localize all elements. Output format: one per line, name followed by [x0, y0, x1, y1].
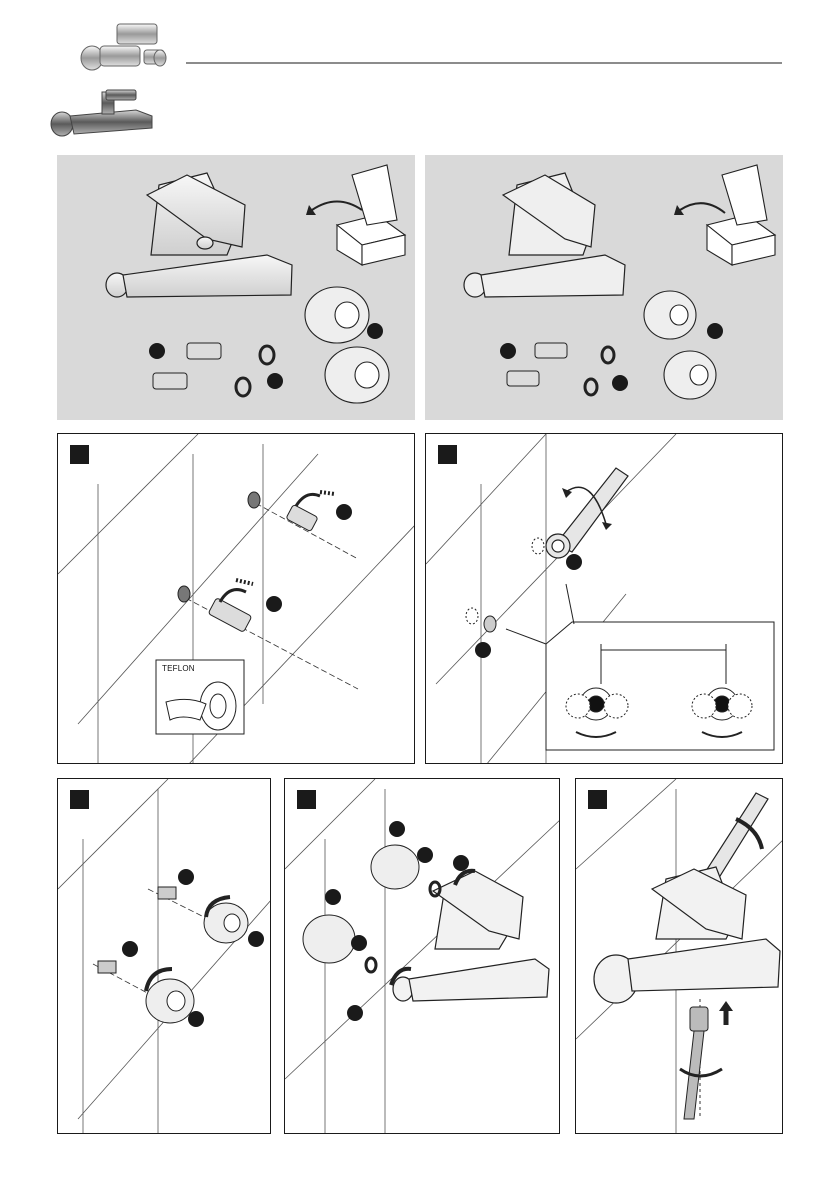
teflon-label: TEFLON: [162, 664, 195, 673]
contents-panel-large-rosettes: [57, 155, 415, 420]
remove-arrow-icon: [312, 202, 362, 211]
step-1-panel: TEFLON: [57, 433, 415, 764]
rosette-icon: [305, 287, 389, 403]
wrench-icon: [546, 468, 628, 558]
faucet-body-icon: [594, 867, 780, 1003]
step-5-panel: [575, 778, 783, 1134]
washer-icon: [236, 346, 274, 396]
step-2-panel: [425, 433, 783, 764]
step-4-panel: [284, 778, 560, 1134]
header-thumbnail-bottom: [48, 88, 160, 140]
faucet-body-icon: [393, 871, 549, 1001]
marker-dot: [267, 373, 283, 389]
step-3-panel: [57, 778, 271, 1134]
hose-icon: [684, 1007, 708, 1119]
header-thumbnail-top: [72, 20, 172, 78]
faucet-body-icon: [106, 173, 292, 297]
header-rule: [186, 62, 782, 64]
rosette-icon: [146, 903, 248, 1023]
packaging-box-icon: [337, 165, 405, 265]
contents-panel-small-rosettes: [425, 155, 783, 420]
marker-dot: [367, 323, 383, 339]
marker-dot: [149, 343, 165, 359]
